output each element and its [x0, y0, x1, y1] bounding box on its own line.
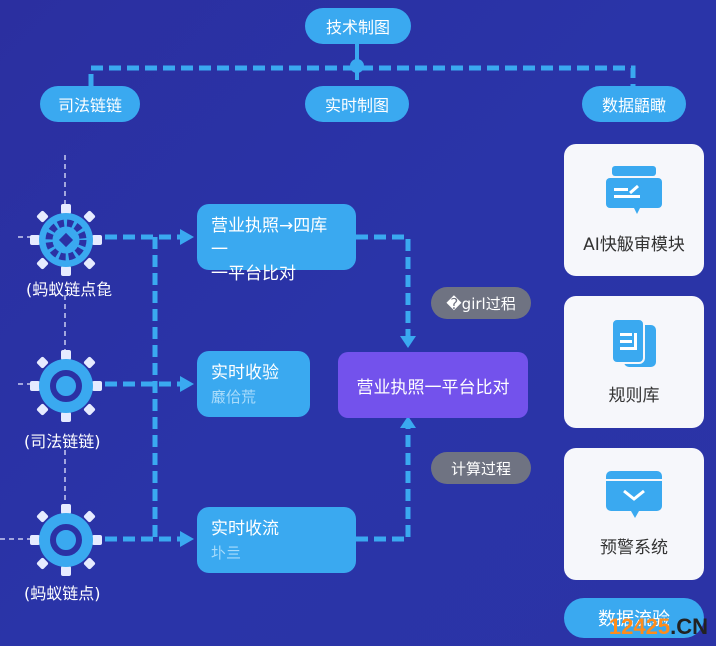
chat-bubble-icon [606, 165, 662, 214]
node-label-1: (蚂蚁链点㲋 [26, 280, 113, 299]
card-alert-system[interactable]: 预警系统 [564, 448, 704, 580]
watermark: 12425.CN [609, 614, 708, 640]
gear-target-icon [30, 350, 102, 422]
process-box-license-compare[interactable]: 营业执照→四库一 一平台比对 [197, 204, 356, 284]
branch-pill-judicial[interactable]: 司法链链 [40, 86, 140, 122]
card-ai-module[interactable]: AI快觙审模块 [564, 144, 704, 276]
card-label: 预警系统 [600, 537, 668, 558]
node-label-3: (蚂蚁链点) [24, 584, 101, 603]
process-box-title: 实时收验 [211, 363, 279, 383]
document-icon [611, 318, 656, 367]
watermark-suffix: .CN [670, 614, 708, 639]
gear-wheel-icon [30, 204, 102, 276]
process-box-title-line2: 一平台比对 [211, 264, 296, 284]
node-label-2: (司法链链) [24, 432, 101, 451]
alert-message-icon [606, 470, 662, 518]
data-flow-pill[interactable]: 数据流验 [564, 598, 704, 638]
process-box-title: 实时收流 [211, 519, 279, 539]
center-process-box[interactable]: 营业执照一平台比对 [338, 352, 528, 418]
process-box-subtitle: 黀佮荒 [211, 388, 257, 406]
card-label: AI快觙审模块 [583, 234, 685, 255]
process-box-subtitle: 圤亖 [211, 544, 242, 562]
process-box-realtime-check[interactable]: 实时收验 黀佮荒 [197, 351, 310, 417]
gear-target-icon [30, 504, 102, 576]
branch-pill-data[interactable]: 数据鼯瞰 [582, 86, 686, 122]
card-rule-library[interactable]: 规则库 [564, 296, 704, 428]
tag-upper-process: �girl过稆 [431, 287, 531, 319]
card-label: 规则库 [608, 385, 660, 406]
watermark-number: 12425 [608, 614, 671, 639]
process-box-realtime-flow[interactable]: 实时收流 圤亖 [197, 507, 356, 573]
root-node-pill[interactable]: 技术制图 [305, 8, 411, 44]
process-box-title: 营业执照→四库一 [211, 216, 328, 260]
branch-pill-realtime[interactable]: 实时制图 [305, 86, 409, 122]
tag-compute-process: 计算过程 [431, 452, 531, 484]
